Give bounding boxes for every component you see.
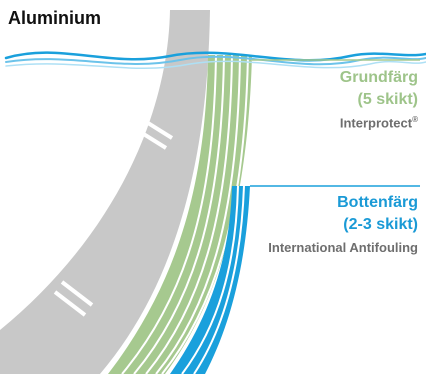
primer-heading: Grundfärg bbox=[339, 69, 418, 86]
aluminium-hull-band bbox=[0, 10, 210, 374]
primer-product-name: Interprotect bbox=[339, 115, 413, 131]
antifouling-product: International Antifouling bbox=[268, 240, 418, 255]
primer-product: Interprotect® bbox=[340, 115, 418, 130]
water-line bbox=[4, 51, 426, 69]
antifouling-layers bbox=[170, 185, 250, 374]
antifouling-layer-count: (2-3 skikt) bbox=[343, 216, 418, 233]
diagram-title: Aluminium bbox=[8, 8, 101, 28]
hull-hatch-marks bbox=[53, 116, 174, 317]
antifouling-heading: Bottenfärg bbox=[337, 194, 418, 211]
registered-mark: ® bbox=[412, 115, 418, 124]
primer-layers bbox=[108, 54, 252, 374]
primer-layer-count: (5 skikt) bbox=[357, 91, 418, 108]
